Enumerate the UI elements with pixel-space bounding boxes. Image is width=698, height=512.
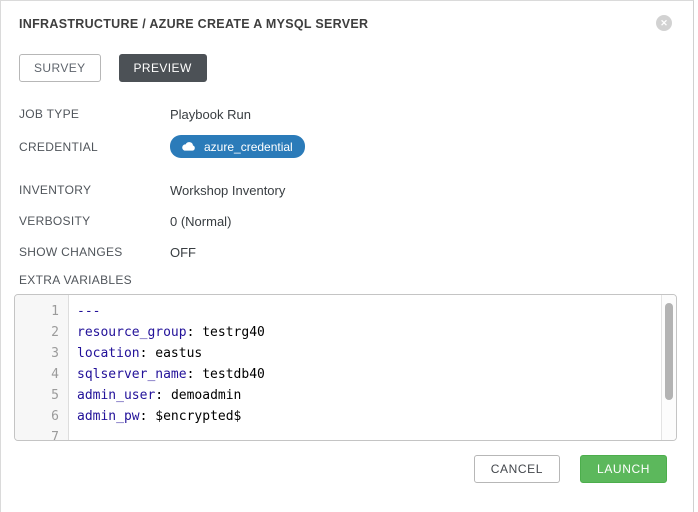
modal-actions: CANCEL LAUNCH bbox=[474, 455, 667, 483]
editor-code-area: --- resource_group: testrg40 location: e… bbox=[69, 295, 676, 440]
tab-preview[interactable]: PREVIEW bbox=[119, 54, 207, 82]
code-line: admin_user: demoadmin bbox=[77, 385, 658, 406]
close-x-glyph: ✕ bbox=[660, 19, 668, 28]
line-number: 6 bbox=[15, 406, 59, 427]
credential-row: CREDENTIAL azure_credential bbox=[19, 135, 693, 158]
show-changes-value: OFF bbox=[170, 245, 196, 260]
editor-line-number-gutter: 1 2 3 4 5 6 7 bbox=[15, 295, 69, 440]
line-number: 4 bbox=[15, 364, 59, 385]
verbosity-value: 0 (Normal) bbox=[170, 214, 231, 229]
verbosity-label: VERBOSITY bbox=[19, 214, 170, 228]
code-line: admin_pw: $encrypted$ bbox=[77, 406, 658, 427]
editor-scrollbar[interactable] bbox=[661, 295, 676, 440]
job-details: JOB TYPE Playbook Run CREDENTIAL azure_c… bbox=[19, 104, 693, 262]
code-line bbox=[77, 427, 658, 441]
scrollbar-thumb[interactable] bbox=[665, 303, 673, 400]
line-number: 1 bbox=[15, 301, 59, 322]
modal-header: INFRASTRUCTURE / AZURE CREATE A MYSQL SE… bbox=[1, 1, 693, 32]
credential-label: CREDENTIAL bbox=[19, 140, 170, 154]
line-number: 3 bbox=[15, 343, 59, 364]
tab-bar: SURVEY PREVIEW bbox=[19, 54, 693, 82]
launch-button[interactable]: LAUNCH bbox=[580, 455, 667, 483]
extra-variables-label: EXTRA VARIABLES bbox=[19, 273, 693, 287]
cloud-icon bbox=[181, 141, 196, 152]
show-changes-row: SHOW CHANGES OFF bbox=[19, 242, 693, 262]
code-line: sqlserver_name: testdb40 bbox=[77, 364, 658, 385]
code-line: --- bbox=[77, 301, 658, 322]
close-icon[interactable]: ✕ bbox=[656, 15, 672, 31]
show-changes-label: SHOW CHANGES bbox=[19, 245, 170, 259]
cancel-button[interactable]: CANCEL bbox=[474, 455, 560, 483]
inventory-row: INVENTORY Workshop Inventory bbox=[19, 180, 693, 200]
page-title: INFRASTRUCTURE / AZURE CREATE A MYSQL SE… bbox=[19, 16, 653, 32]
line-number: 7 bbox=[15, 427, 59, 441]
inventory-label: INVENTORY bbox=[19, 183, 170, 197]
line-number: 5 bbox=[15, 385, 59, 406]
line-number: 2 bbox=[15, 322, 59, 343]
verbosity-row: VERBOSITY 0 (Normal) bbox=[19, 211, 693, 231]
code-line: resource_group: testrg40 bbox=[77, 322, 658, 343]
tab-survey[interactable]: SURVEY bbox=[19, 54, 101, 82]
job-type-row: JOB TYPE Playbook Run bbox=[19, 104, 693, 124]
inventory-value: Workshop Inventory bbox=[170, 183, 285, 198]
extra-variables-editor[interactable]: 1 2 3 4 5 6 7 --- resource_group: testrg… bbox=[14, 294, 677, 441]
credential-badge: azure_credential bbox=[170, 135, 305, 158]
job-type-value: Playbook Run bbox=[170, 107, 251, 122]
credential-badge-label: azure_credential bbox=[204, 140, 293, 154]
job-type-label: JOB TYPE bbox=[19, 107, 170, 121]
code-line: location: eastus bbox=[77, 343, 658, 364]
